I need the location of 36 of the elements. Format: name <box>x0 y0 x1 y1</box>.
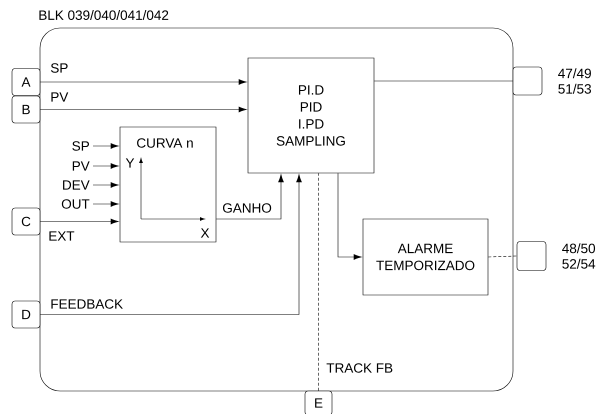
arrow <box>92 182 119 188</box>
port-tab: 47/49 51/53 <box>512 66 591 96</box>
edge-label: PV <box>51 92 68 102</box>
edge-label: EXT <box>49 231 74 241</box>
arrow <box>92 163 119 169</box>
port-tab: B <box>12 96 40 124</box>
input-label: PV <box>72 161 90 171</box>
arrow <box>92 201 119 207</box>
edge-label: TRACK FB <box>326 363 392 373</box>
edge-label: FEEDBACK <box>51 299 123 309</box>
input-label: SP <box>72 141 89 151</box>
port-tab: A <box>12 68 40 96</box>
connector-line <box>488 256 517 258</box>
node-label: 47/49 51/53 <box>558 68 591 94</box>
arrow <box>40 218 119 224</box>
input-label: DEV <box>63 180 90 190</box>
port-tab: E <box>304 390 332 414</box>
input-label: OUT <box>62 199 90 209</box>
edge-label: SP <box>50 63 68 73</box>
edge-label: GANHO <box>222 203 272 213</box>
connector-line <box>318 173 319 391</box>
arrow <box>40 174 302 315</box>
controller-box: PI.D PID I.PD SAMPLING <box>248 58 374 174</box>
port-tab: D <box>12 300 40 328</box>
connector-line <box>374 80 513 82</box>
arrow <box>338 173 362 260</box>
arrow <box>216 174 284 220</box>
arrow <box>40 106 247 112</box>
port-tab: C <box>12 208 40 236</box>
arrow <box>92 143 119 149</box>
node-label: BLK 039/040/041/042 <box>39 10 168 20</box>
arrow <box>40 79 247 85</box>
node-label: 48/50 52/54 <box>562 243 596 269</box>
port-tab: 48/50 52/54 <box>516 241 596 271</box>
alarm-box: ALARME TEMPORIZADO <box>362 218 488 296</box>
curve-box: CURVA n Y X <box>120 126 216 242</box>
